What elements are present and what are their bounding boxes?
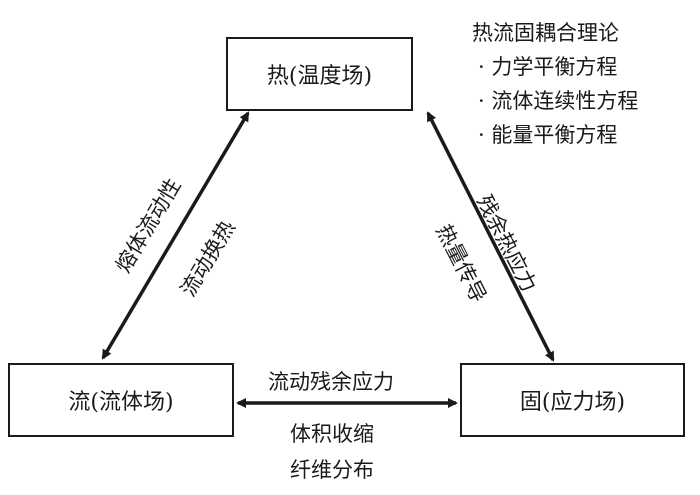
arrow-heat-flow xyxy=(101,111,250,360)
legend-title: 热流固耦合理论 xyxy=(472,21,619,45)
node-solid-label: 固(应力场) xyxy=(519,390,626,415)
node-flow-label: 流(流体场) xyxy=(68,390,174,415)
edge-label-volume-shrinkage: 体积收缩 xyxy=(290,422,374,446)
legend-item: · 流体连续性方程 xyxy=(478,89,639,113)
arrow-heat-solid xyxy=(426,111,555,362)
node-heat-temperature-field: 热(温度场) xyxy=(226,37,413,111)
node-heat-label: 热(温度场) xyxy=(266,64,373,89)
legend: 热流固耦合理论 · 力学平衡方程 · 流体连续性方程 · 能量平衡方程 xyxy=(472,16,638,152)
node-flow-fluid-field: 流(流体场) xyxy=(8,363,234,437)
legend-item: · 能量平衡方程 xyxy=(478,123,618,147)
legend-item: · 力学平衡方程 xyxy=(478,55,618,79)
edge-label-fiber-distribution: 纤维分布 xyxy=(290,458,374,482)
node-solid-stress-field: 固(应力场) xyxy=(460,363,685,437)
edge-label-flow-residual-stress: 流动残余应力 xyxy=(268,370,394,394)
